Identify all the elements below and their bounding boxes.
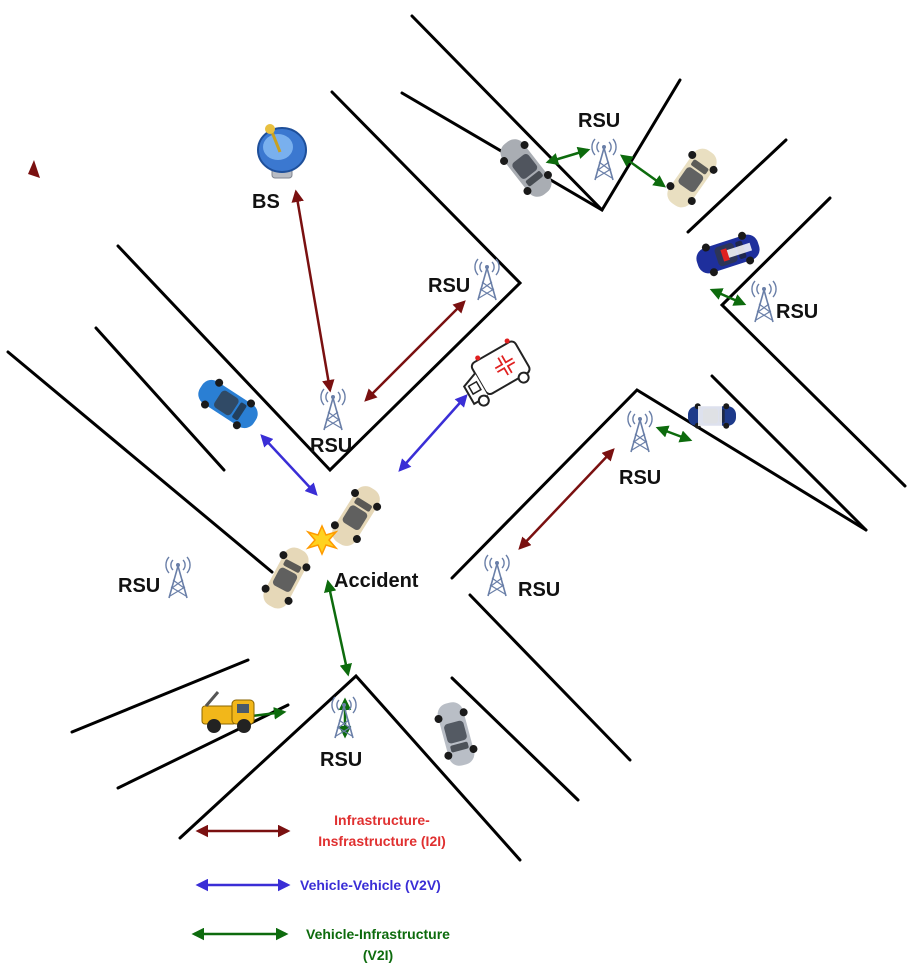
- rsu-label: RSU: [578, 110, 620, 132]
- antenna-tower-icon: [627, 410, 653, 453]
- silver-car-icon: [431, 698, 481, 770]
- antenna-tower-icon: [591, 138, 617, 181]
- i2i-arrow-rsu-rsu-east: [518, 448, 615, 550]
- legend-v2i-line1: Vehicle-Infrastructure: [306, 926, 450, 942]
- rsu-label: RSU: [518, 579, 560, 601]
- accident-label: Accident: [334, 570, 419, 592]
- v2i-arrow-mini: [655, 425, 693, 443]
- legend-i2i-line2: Insfrastructure (I2I): [318, 833, 446, 849]
- ambulance-icon: [462, 338, 531, 407]
- blue-muscle-car-icon: [191, 372, 265, 436]
- road-edge: [116, 703, 290, 790]
- rsu-label: RSU: [776, 301, 818, 323]
- antenna-tower-icon: [751, 280, 777, 323]
- legend-v2i-line2: (V2I): [363, 947, 393, 963]
- v2i-arrow-accident-rsu: [324, 579, 352, 677]
- tow-truck-icon: [201, 691, 255, 733]
- antenna-tower-icon: [320, 388, 346, 431]
- road-edge: [686, 138, 788, 234]
- road-edge: [450, 388, 868, 580]
- rsu-label: RSU: [118, 575, 160, 597]
- road-edge: [70, 658, 250, 734]
- road-edge: [450, 676, 580, 802]
- silver-car-icon: [492, 132, 560, 204]
- v2v-links: [260, 394, 468, 496]
- v2v-arrow-west: [260, 434, 318, 496]
- beige-car-icon: [659, 142, 725, 214]
- v2i-arrow-tow: [251, 707, 287, 720]
- v2i-arrow-police: [709, 288, 747, 306]
- antenna-tower-icon: [484, 554, 510, 597]
- bs-label: BS: [252, 191, 280, 213]
- road-edge: [178, 673, 522, 862]
- i2i-links: [291, 189, 615, 550]
- road-edge: [710, 374, 868, 532]
- rsu-label: RSU: [619, 467, 661, 489]
- rsu-label: RSU: [428, 275, 470, 297]
- v2v-arrow-ambulance: [398, 394, 468, 472]
- legend: Infrastructure- Insfrastructure (I2I) Ve…: [191, 812, 450, 963]
- road-edge: [6, 350, 274, 574]
- crash-burst-icon: [305, 524, 339, 556]
- v2i-arrow-north-east: [619, 154, 667, 188]
- legend-v2v-text: Vehicle-Vehicle (V2V): [300, 877, 441, 893]
- road-edge: [468, 593, 632, 762]
- road-edge: [410, 14, 604, 212]
- mini-car-icon: [688, 403, 736, 429]
- i2i-arrow-rsu-rsu: [364, 300, 466, 402]
- rsu-label: RSU: [310, 435, 352, 457]
- rsu-label: RSU: [320, 749, 362, 771]
- crashed-car-icon: [255, 541, 317, 615]
- police-car-icon: [692, 227, 764, 281]
- crashed-car-icon: [324, 479, 388, 553]
- i2i-arrow-bs-rsu: [291, 189, 335, 393]
- v2i-arrow-north-west: [545, 146, 591, 166]
- satellite-dish-icon: [28, 124, 307, 179]
- legend-i2i-line1: Infrastructure-: [334, 812, 430, 828]
- road-edge: [94, 326, 226, 472]
- road-network: [6, 14, 907, 862]
- antenna-tower-icon: [165, 556, 191, 599]
- antenna-tower-icon: [474, 258, 500, 301]
